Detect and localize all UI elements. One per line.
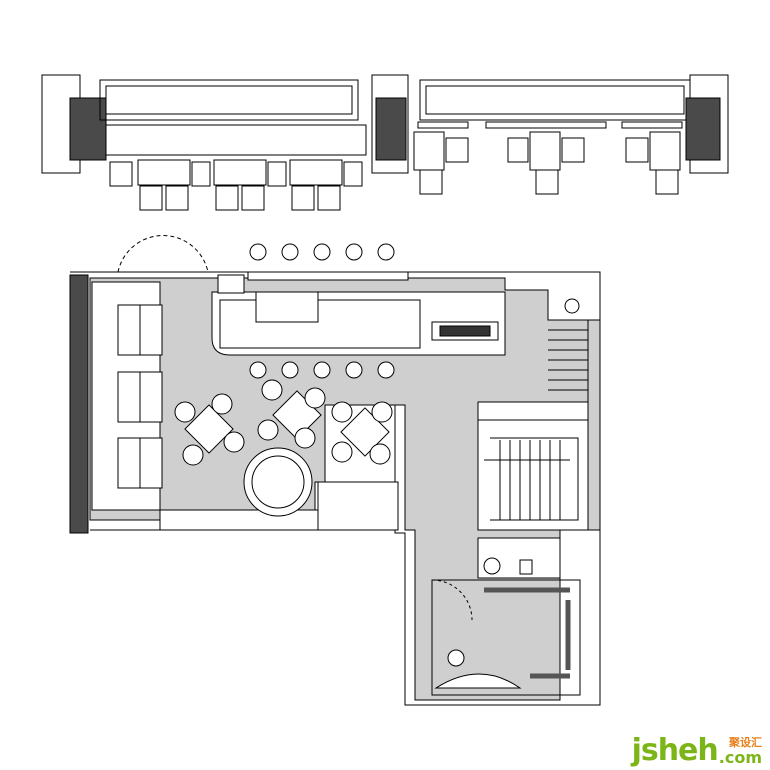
plan-floor (69, 271, 601, 706)
bar-stools (249, 243, 395, 379)
watermark-right-column: 聚设汇 .com (719, 737, 762, 766)
staircase (477, 298, 589, 531)
watermark-brand: jsheh (631, 733, 719, 768)
back-rooms (431, 537, 581, 696)
elevation-tables (109, 131, 681, 211)
watermark-logo: jsheh 聚设汇 .com (632, 736, 762, 766)
front-elevation (41, 74, 729, 211)
watermark-domain: .com (718, 748, 762, 767)
dining-tables (174, 379, 393, 517)
watermark-chinese: 聚设汇 (729, 736, 762, 749)
booth-seating (91, 235, 209, 511)
bar-counter (211, 271, 506, 356)
